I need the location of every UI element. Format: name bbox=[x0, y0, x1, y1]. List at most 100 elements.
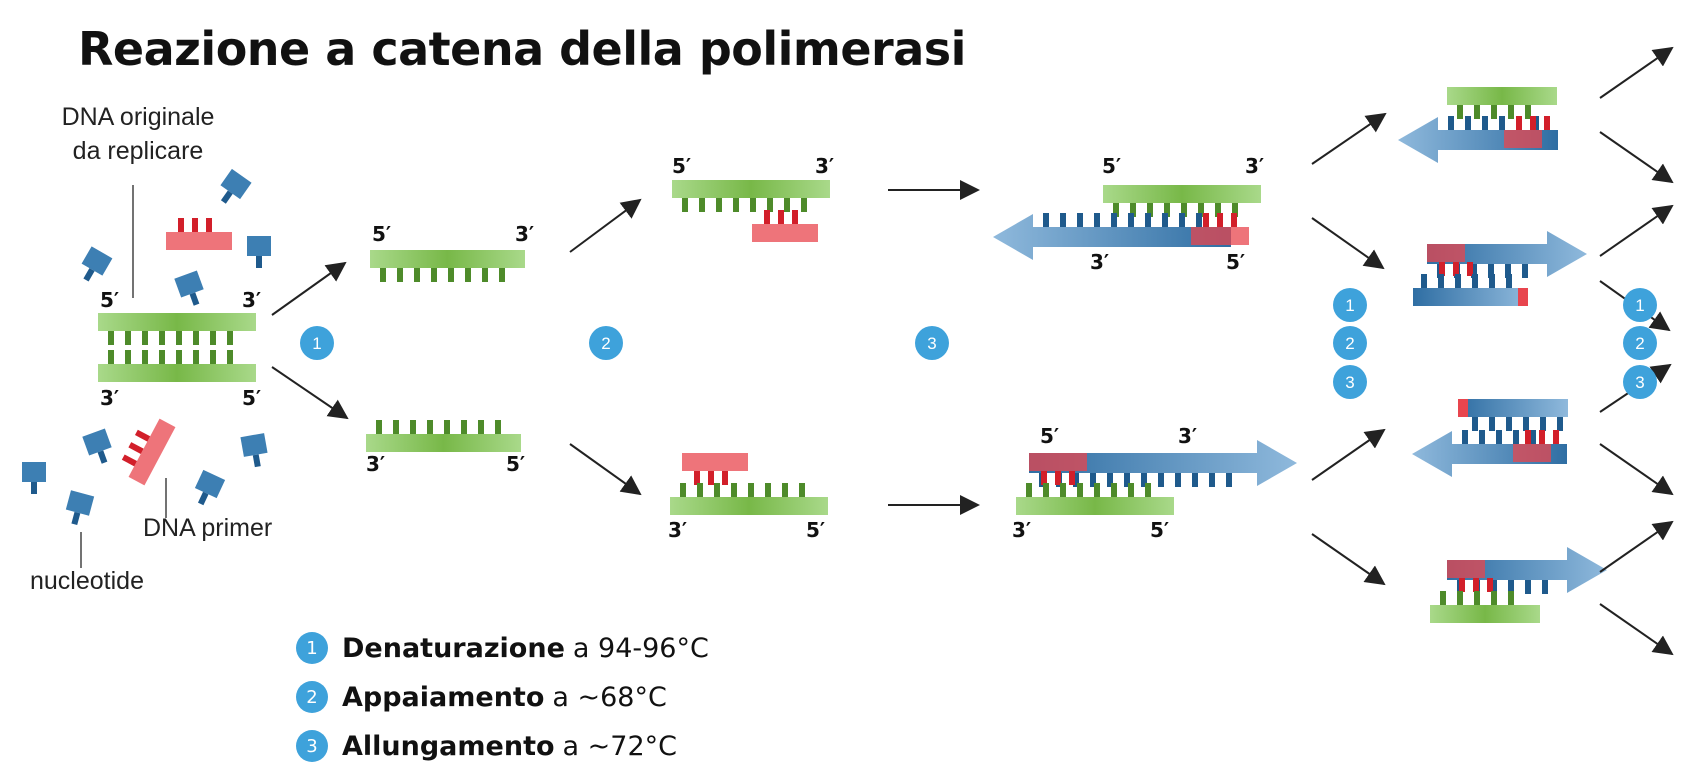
base-tooth bbox=[478, 420, 484, 434]
blue-tooth bbox=[1455, 274, 1461, 288]
base-tooth bbox=[1525, 105, 1531, 119]
blue-tooth bbox=[1491, 580, 1497, 594]
base-tooth bbox=[784, 198, 790, 212]
base-tooth bbox=[1077, 483, 1083, 497]
base-tooth bbox=[733, 198, 739, 212]
flow-arrow bbox=[1599, 520, 1674, 573]
primer-tooth bbox=[1544, 116, 1550, 130]
product-4-primer bbox=[1447, 560, 1485, 578]
base-tooth bbox=[1491, 105, 1497, 119]
primer-tooth bbox=[722, 471, 728, 485]
end-label-3: 3′ bbox=[1090, 250, 1110, 274]
primer-tooth bbox=[1473, 578, 1479, 592]
base-tooth bbox=[495, 420, 501, 434]
nucleotide-label: nucleotide bbox=[30, 567, 144, 595]
blue-tooth bbox=[1141, 473, 1147, 487]
blue-tooth bbox=[1530, 430, 1536, 444]
extended-top-primer bbox=[1191, 227, 1249, 245]
blue-tooth bbox=[1090, 473, 1096, 487]
blue-tooth bbox=[1522, 264, 1528, 278]
blue-tooth bbox=[1094, 213, 1100, 227]
base-tooth bbox=[193, 331, 199, 345]
denatured-bottom-strand bbox=[366, 434, 521, 452]
blue-tooth bbox=[1479, 430, 1485, 444]
nucleotide-icon bbox=[240, 433, 268, 468]
step-2-badge: 2 bbox=[296, 681, 328, 713]
end-label-5: 5′ bbox=[1102, 154, 1122, 178]
blue-tooth bbox=[1462, 430, 1468, 444]
product-1-green bbox=[1447, 87, 1557, 105]
base-tooth bbox=[210, 350, 216, 364]
base-tooth bbox=[499, 268, 505, 282]
primer-tooth bbox=[1459, 578, 1465, 592]
blue-tooth bbox=[1107, 473, 1113, 487]
product-3-blue bbox=[1412, 431, 1567, 477]
blue-tooth bbox=[1077, 213, 1083, 227]
step-3-name: Allungamento bbox=[342, 730, 555, 762]
legend-step-2: 2 Appaiamento a ~68°C bbox=[296, 677, 667, 717]
flow-arrow bbox=[1311, 428, 1386, 481]
flow-arrow bbox=[1599, 131, 1674, 184]
base-tooth bbox=[448, 268, 454, 282]
blue-tooth bbox=[1489, 274, 1495, 288]
base-tooth bbox=[799, 483, 805, 497]
end-label-3: 3′ bbox=[1012, 518, 1032, 542]
primer-tooth bbox=[1487, 578, 1493, 592]
base-tooth bbox=[125, 331, 131, 345]
extended-top-template bbox=[1103, 185, 1261, 203]
end-label-5: 5′ bbox=[372, 222, 392, 246]
step-2-badge-circle bbox=[1623, 326, 1657, 360]
extended-top-new-strand bbox=[993, 214, 1231, 260]
base-tooth bbox=[1508, 105, 1514, 119]
base-tooth bbox=[1145, 483, 1151, 497]
product-2-primer bbox=[1427, 244, 1465, 262]
blue-tooth bbox=[1175, 473, 1181, 487]
blue-tooth bbox=[1508, 580, 1514, 594]
denatured-top-strand bbox=[370, 250, 525, 268]
base-tooth bbox=[210, 331, 216, 345]
base-tooth bbox=[142, 350, 148, 364]
primer-tooth bbox=[1539, 430, 1545, 444]
blue-tooth bbox=[1111, 213, 1117, 227]
blue-tooth bbox=[1196, 213, 1202, 227]
base-tooth bbox=[1457, 105, 1463, 119]
blue-tooth bbox=[1525, 580, 1531, 594]
product-4-green bbox=[1430, 605, 1540, 623]
blue-tooth bbox=[1489, 417, 1495, 431]
base-tooth bbox=[699, 198, 705, 212]
base-tooth bbox=[193, 350, 199, 364]
blue-tooth bbox=[1499, 116, 1505, 130]
base-tooth bbox=[227, 350, 233, 364]
primer-tooth bbox=[1553, 430, 1559, 444]
base-tooth bbox=[767, 198, 773, 212]
base-tooth bbox=[782, 483, 788, 497]
product-3-top-red bbox=[1458, 399, 1468, 417]
product-1-blue bbox=[1398, 117, 1558, 163]
base-tooth bbox=[1232, 203, 1238, 217]
base-tooth bbox=[1043, 483, 1049, 497]
blue-tooth bbox=[1505, 264, 1511, 278]
base-tooth bbox=[716, 198, 722, 212]
step-1-badge-number: 1 bbox=[1345, 296, 1354, 315]
blue-tooth bbox=[1438, 274, 1444, 288]
primer-tooth bbox=[206, 218, 212, 232]
base-tooth bbox=[801, 198, 807, 212]
nucleotide-icon bbox=[81, 246, 113, 282]
step-3-badge: 3 bbox=[296, 730, 328, 762]
base-tooth bbox=[1508, 591, 1514, 605]
step-2-badge-number: 2 bbox=[601, 334, 610, 353]
step-2-badge-circle bbox=[1333, 326, 1367, 360]
blue-tooth bbox=[1060, 213, 1066, 227]
product-2-lower-blue bbox=[1413, 288, 1528, 306]
blue-tooth bbox=[1472, 417, 1478, 431]
step-3-badge-circle bbox=[1623, 365, 1657, 399]
original-dna-label: DNA originale da replicare bbox=[61, 103, 215, 165]
base-tooth bbox=[482, 268, 488, 282]
blue-tooth bbox=[1506, 417, 1512, 431]
flow-arrow bbox=[1311, 217, 1385, 270]
product-2-blue bbox=[1427, 231, 1587, 277]
legend-step-3: 3 Allungamento a ~72°C bbox=[296, 726, 677, 766]
end-label-5: 5′ bbox=[242, 386, 262, 410]
step-2-badge-number: 2 bbox=[1345, 334, 1354, 353]
flow-arrow bbox=[1599, 46, 1674, 99]
